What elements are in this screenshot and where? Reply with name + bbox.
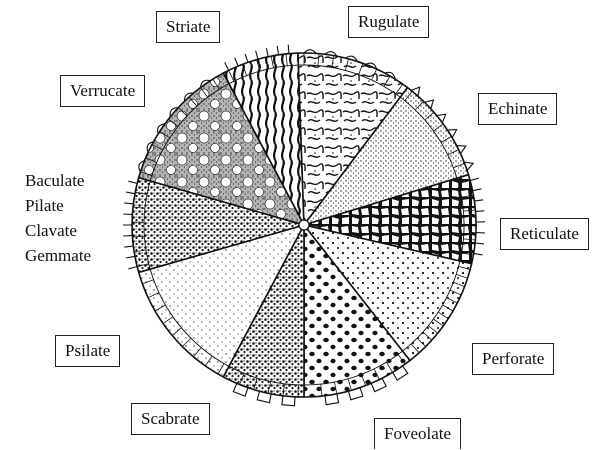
- label-psilate: Psilate: [55, 335, 120, 367]
- label-echinate: Echinate: [478, 93, 557, 125]
- label-baculate: Baculate: [25, 168, 91, 193]
- label-gemmate: Gemmate: [25, 243, 91, 268]
- label-pilate: Pilate: [25, 193, 91, 218]
- label-scabrate: Scabrate: [131, 403, 210, 435]
- label-rugulate: Rugulate: [348, 6, 429, 38]
- label-verrucate: Verrucate: [60, 75, 145, 107]
- wheel-center: [299, 220, 309, 230]
- label-clavate: Clavate: [25, 218, 91, 243]
- label-perforate: Perforate: [472, 343, 554, 375]
- label-foveolate: Foveolate: [374, 418, 461, 449]
- label-striate: Striate: [156, 11, 220, 43]
- label-baculate-group: Baculate Pilate Clavate Gemmate: [25, 168, 91, 268]
- label-reticulate: Reticulate: [500, 218, 589, 250]
